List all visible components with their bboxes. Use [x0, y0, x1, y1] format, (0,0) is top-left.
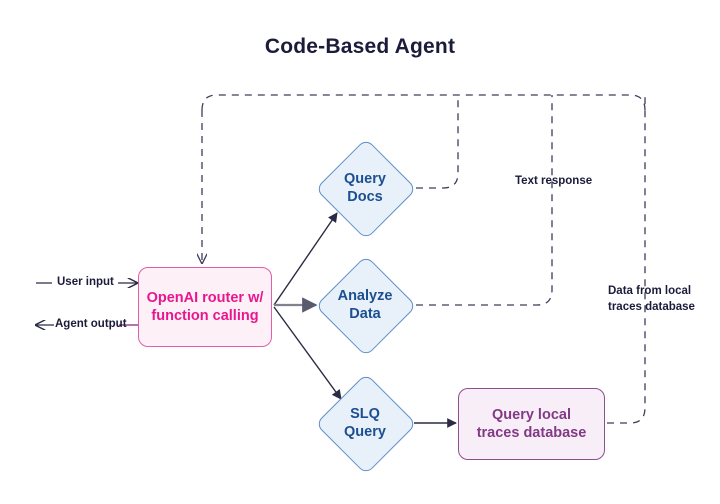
dashed-database-return — [607, 95, 646, 424]
router-label-line1: OpenAI router w/ — [146, 289, 264, 306]
node-openai-router[interactable]: OpenAI router w/ function calling — [138, 267, 272, 347]
database-label-line1: Query local — [492, 406, 571, 423]
label-agent-output: Agent output — [55, 318, 127, 330]
edge-router-to-slq-query — [273, 306, 342, 400]
dashed-query-docs-return — [416, 95, 459, 189]
edge-router-to-query-docs — [273, 212, 338, 306]
node-slq-query-label: SLQ Query — [314, 372, 416, 474]
label-text-response: Text response — [515, 175, 593, 187]
label-data-from-local-traces-database: Data from local traces database — [608, 284, 698, 315]
node-analyze-data-label: Analyze Data — [314, 254, 416, 356]
dashed-top-rail — [201, 94, 646, 111]
analyze-data-label-line2: Data — [349, 306, 381, 322]
node-analyze-data[interactable]: Analyze Data — [314, 254, 417, 357]
database-label-line2: traces database — [476, 425, 587, 441]
node-slq-query[interactable]: SLQ Query — [314, 372, 417, 475]
page-title: Code-Based Agent — [264, 35, 456, 58]
slq-query-label-line1: SLQ — [350, 405, 380, 422]
node-query-docs-label: Query Docs — [314, 137, 416, 239]
label-user-input: User input — [57, 276, 114, 288]
data-from-line2: traces database — [608, 300, 695, 313]
router-label-line2: function calling — [151, 308, 259, 324]
node-query-docs[interactable]: Query Docs — [314, 137, 417, 240]
node-openai-router-label: OpenAI router w/ function calling — [147, 289, 264, 325]
dashed-analyze-data-return — [416, 95, 553, 306]
node-query-local-traces-database-label: Query local traces database — [477, 406, 587, 442]
query-docs-label-line1: Query — [344, 170, 386, 187]
slq-query-label-line2: Query — [344, 424, 386, 440]
analyze-data-label-line1: Analyze — [337, 287, 393, 304]
node-query-local-traces-database[interactable]: Query local traces database — [458, 388, 605, 460]
data-from-line1: Data from local — [608, 285, 692, 297]
query-docs-label-line2: Docs — [347, 189, 383, 205]
